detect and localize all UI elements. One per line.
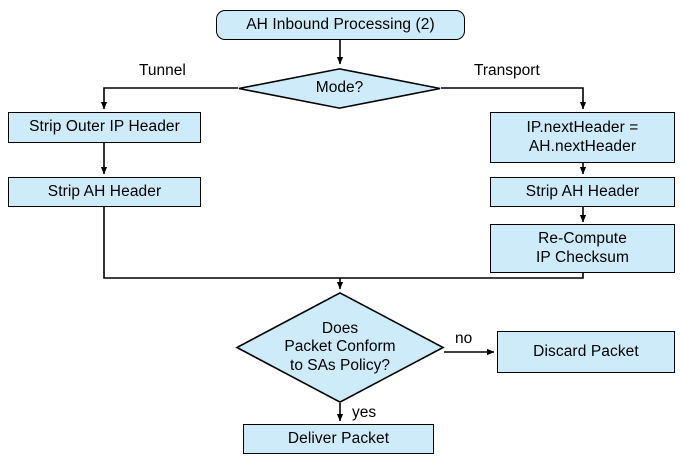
edge-label-no: no (455, 330, 473, 347)
wire-merge-left (103, 207, 340, 279)
node-strip-outer-ip-header[interactable]: Strip Outer IP Header (8, 112, 201, 143)
node-deliver-packet[interactable]: Deliver Packet (243, 424, 434, 454)
node-discard-packet[interactable]: Discard Packet (497, 331, 675, 373)
node-policy-decision[interactable]: Does Packet Conform to SAs Policy? (235, 291, 445, 404)
node-strip-ah-header-transport[interactable]: Strip AH Header (490, 177, 675, 207)
node-ah-inbound-processing[interactable]: AH Inbound Processing (2) (216, 10, 465, 40)
edge-label-yes: yes (352, 404, 377, 421)
node-mode-decision[interactable]: Mode? (238, 68, 441, 109)
edge-label-tunnel: Tunnel (139, 62, 186, 79)
edge-label-transport: Transport (474, 62, 540, 79)
node-strip-ah-header-tunnel[interactable]: Strip AH Header (8, 177, 201, 207)
wire-mode-tunnel (100, 87, 238, 110)
wire-mode-transport (441, 87, 587, 110)
node-ip-nextheader-assign[interactable]: IP.nextHeader = AH.nextHeader (490, 112, 675, 163)
node-recompute-ip-checksum[interactable]: Re-Compute IP Checksum (490, 224, 675, 273)
